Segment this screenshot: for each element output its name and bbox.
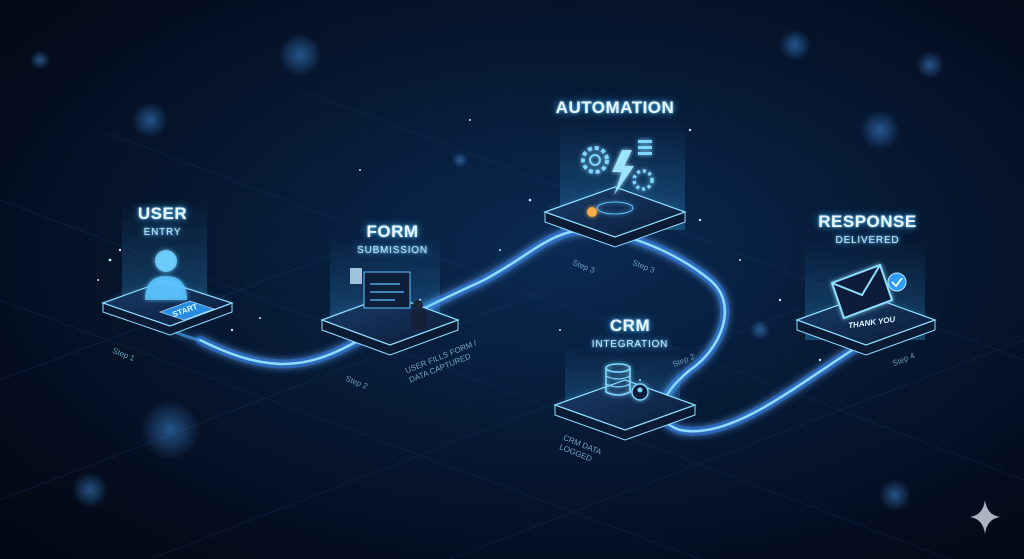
response-label: RESPONSE DELIVERED: [805, 212, 930, 246]
check-icon: [887, 272, 907, 292]
user-label: USER ENTRY: [125, 204, 200, 238]
form-icon: [350, 268, 427, 330]
response-subtitle: DELIVERED: [835, 235, 900, 246]
form-title: FORM: [366, 222, 419, 241]
response-title: RESPONSE: [818, 212, 917, 231]
sparkle-icon: [970, 500, 1000, 534]
user-title: USER: [137, 204, 188, 223]
background-bokeh: [30, 29, 944, 511]
user-icon: [145, 250, 187, 300]
node-automation: [543, 120, 687, 248]
gears-icon: [581, 140, 654, 217]
envelope-icon: [830, 263, 894, 320]
node-crm: [553, 345, 697, 441]
node-response: [795, 240, 937, 356]
user-subtitle: ENTRY: [143, 227, 182, 238]
form-label: FORM SUBMISSION: [345, 222, 440, 256]
form-subtitle: SUBMISSION: [357, 245, 428, 256]
database-icon: [605, 363, 649, 401]
crm-title: CRM: [609, 316, 651, 335]
node-form: [320, 235, 460, 356]
automation-label: AUTOMATION: [540, 98, 690, 118]
automation-title: AUTOMATION: [555, 98, 675, 117]
node-user: [101, 200, 234, 336]
crm-subtitle: INTEGRATION: [591, 339, 669, 350]
flow-path: [119, 226, 865, 436]
crm-label: CRM INTEGRATION: [585, 316, 675, 350]
start-button: [158, 300, 216, 321]
